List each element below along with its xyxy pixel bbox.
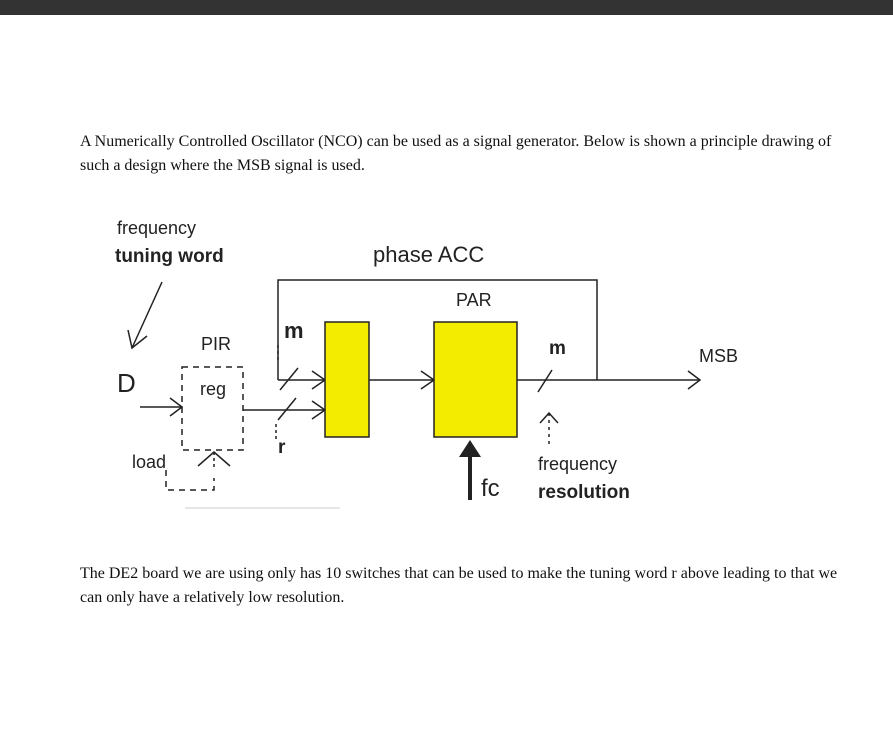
feedback-into-adder-arrow <box>277 345 327 391</box>
r-bus-arrow <box>243 397 327 440</box>
input-d-label: D <box>117 368 136 398</box>
frequency-label-bottom: frequency <box>538 454 617 474</box>
msb-label: MSB <box>699 346 738 366</box>
adder-to-reg-arrow <box>369 370 436 390</box>
intro-paragraph: A Numerically Controlled Oscillator (NCO… <box>80 133 832 174</box>
m-label-right: m <box>549 338 566 359</box>
pir-register <box>181 366 244 451</box>
r-label: r <box>278 437 286 458</box>
conclusion-paragraph: The DE2 board we are using only has 10 s… <box>80 565 838 606</box>
pir-load-dashes <box>165 470 215 491</box>
msb-output-arrow <box>517 369 702 393</box>
fc-label: fc <box>481 475 500 502</box>
pir-reg-label: reg <box>200 379 226 399</box>
tuning-word-arrow <box>127 281 163 350</box>
frequency-label-top: frequency <box>117 218 196 238</box>
feedback-loop <box>277 279 598 380</box>
pir-label: PIR <box>201 334 231 354</box>
resolution-pointer <box>539 411 559 446</box>
load-label: load <box>132 452 166 472</box>
m-label-left: m <box>284 318 304 343</box>
resolution-label: resolution <box>538 482 630 503</box>
phase-acc-label: phase ACC <box>373 242 484 267</box>
top-bar <box>0 0 893 15</box>
adder-block <box>324 321 370 438</box>
tuning-word-label: tuning word <box>115 246 224 267</box>
fc-clock-arrow <box>459 440 481 500</box>
d-input-arrow <box>140 397 184 417</box>
accumulator-register <box>433 321 518 438</box>
par-label: PAR <box>456 290 492 310</box>
